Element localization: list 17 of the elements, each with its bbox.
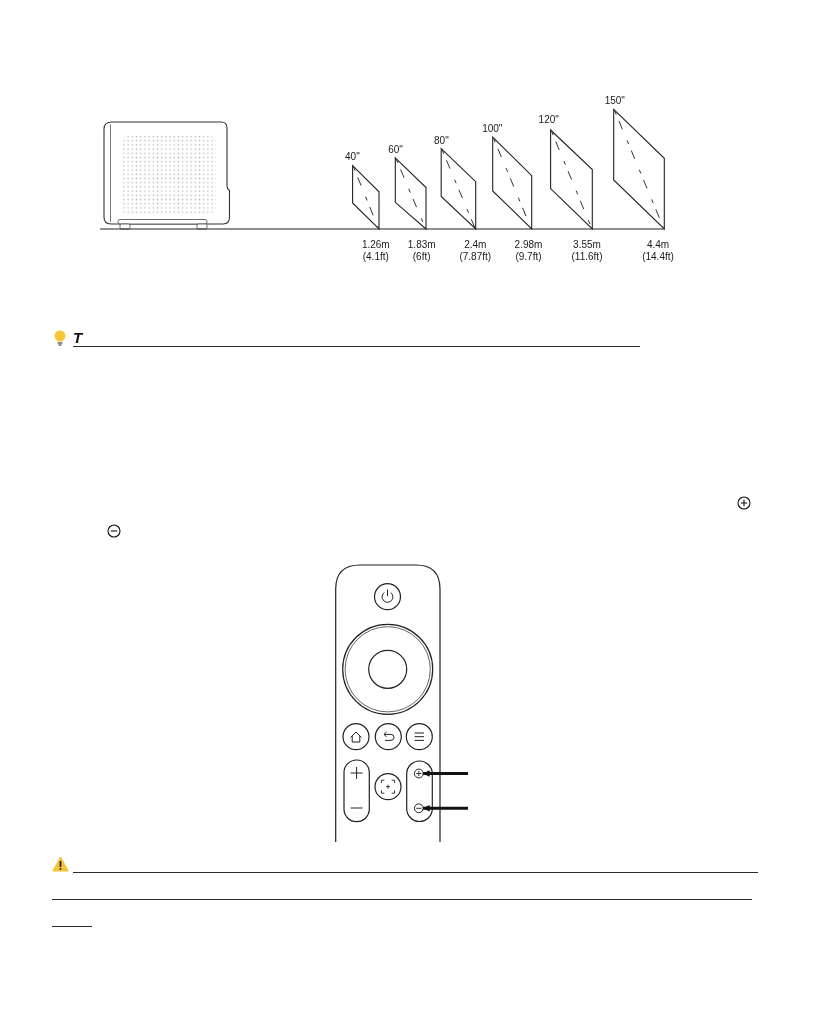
distance-label: 1.83m (6ft) <box>407 239 436 263</box>
leader-arrow <box>422 770 468 777</box>
leader-arrow <box>422 805 468 812</box>
distance-label: 2.98m (9.7ft) <box>514 239 543 263</box>
distance-label: 1.26m (4.1ft) <box>361 239 390 263</box>
screen-size-label: 40" <box>345 152 360 162</box>
circled-plus-button <box>413 768 424 779</box>
screen-size-label: 120" <box>538 115 559 125</box>
screen-size-label: 80" <box>434 136 449 146</box>
distance-label: 3.55m (11.6ft) <box>571 239 603 263</box>
tip-heading: T <box>73 330 83 345</box>
screen-size-label: 100" <box>482 124 503 134</box>
distance-label: 4.4m (14.4ft) <box>642 239 674 263</box>
circled-minus-button <box>413 803 424 814</box>
distance-label: 2.4m (7.87ft) <box>459 239 492 263</box>
screen-size-label: 150" <box>604 96 625 106</box>
screen-size-label: 60" <box>388 145 403 155</box>
